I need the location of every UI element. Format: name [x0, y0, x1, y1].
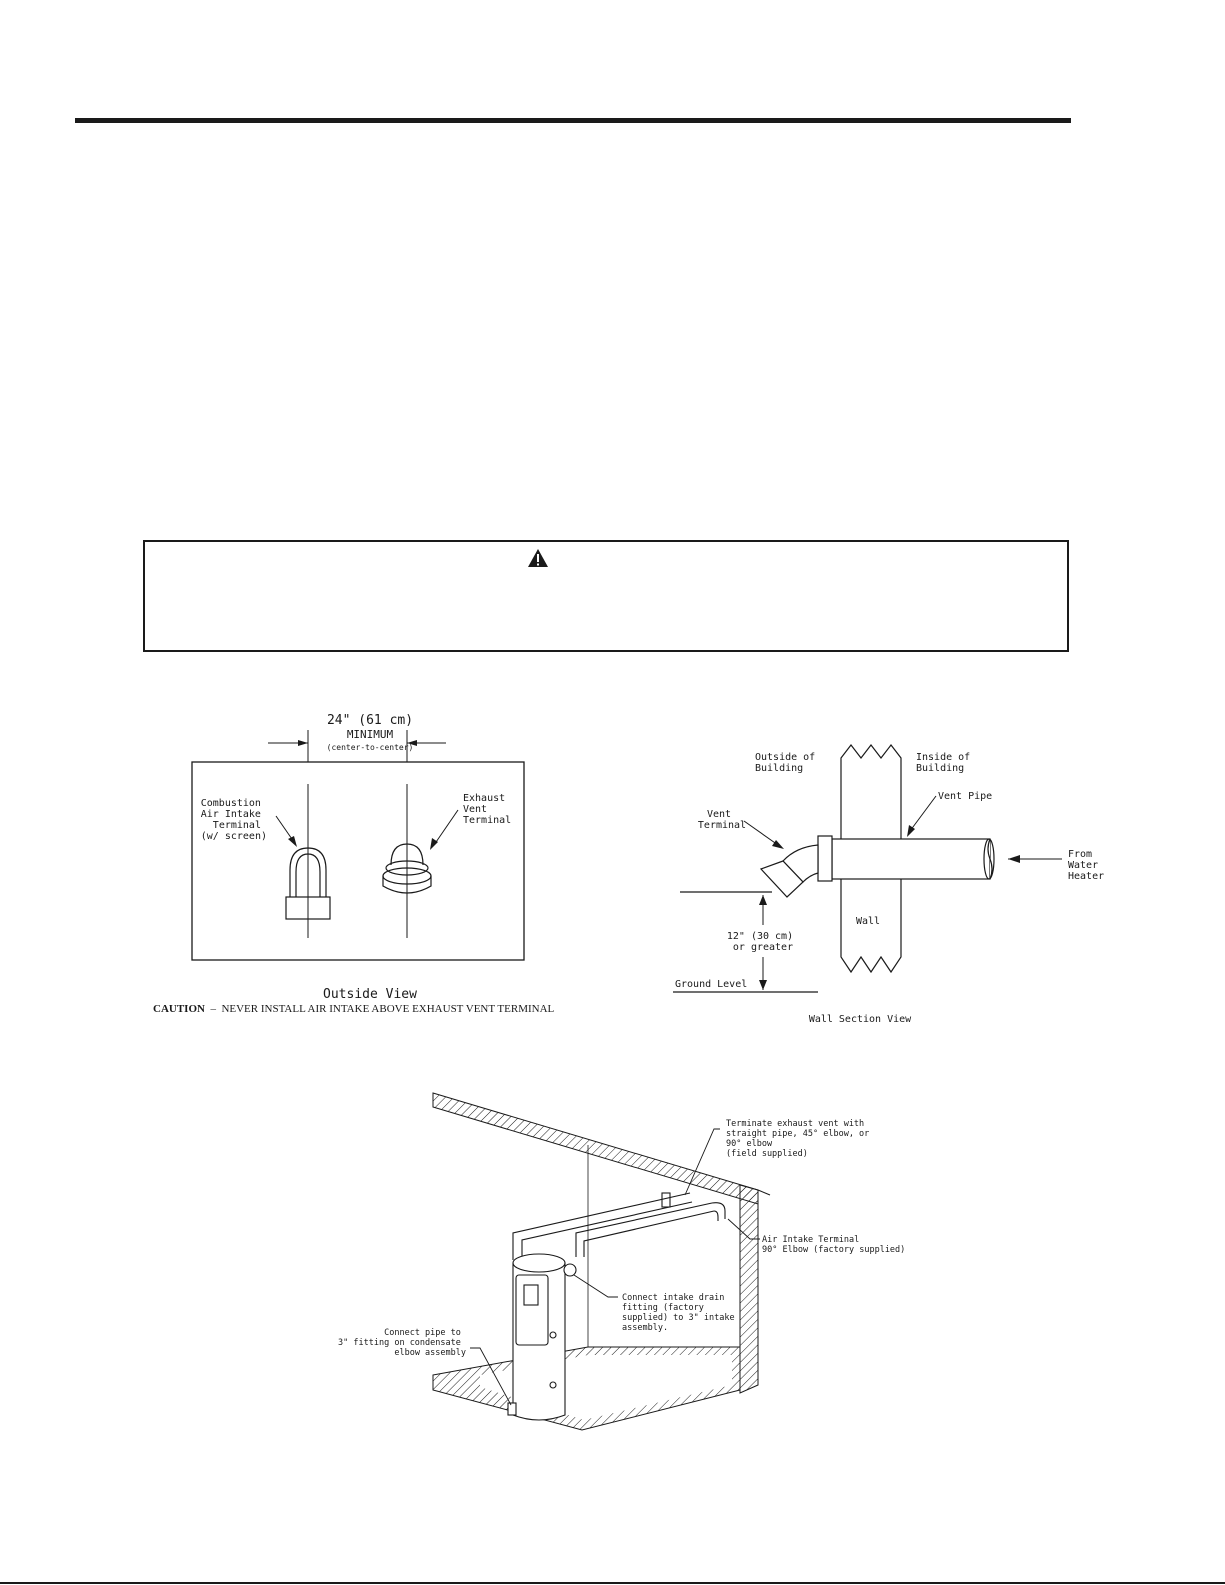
vent-pipe-drawing — [759, 835, 995, 898]
condensate-note-3: elbow assembly — [394, 1348, 466, 1358]
warning-triangle-icon — [528, 549, 548, 567]
intake-terminal-drawing — [285, 847, 331, 920]
intake-label-4: (w/ screen) — [201, 831, 267, 842]
condensate-note-1: Connect pipe to — [384, 1328, 461, 1338]
ceiling-slab — [432, 1092, 759, 1205]
drain-note-3: supplied) to 3" intake — [622, 1313, 735, 1323]
vent-terminal-label-2: Terminal — [698, 820, 746, 831]
from-label-3: Heater — [1068, 871, 1104, 882]
svg-text:Connect pipe to 3" fitting: Connect pipe to 3" fitting on condensate… — [338, 1328, 466, 1358]
svg-text:Combustion Air Intake: Combustion Air Intake Terminal (w/ scree… — [201, 798, 267, 842]
clearance-label-2: or greater — [733, 942, 793, 953]
installation-figure: Terminate exhaust vent with straight pip… — [338, 1092, 905, 1431]
drain-note-2: fitting (factory — [622, 1303, 704, 1313]
exhaust-terminal-drawing — [382, 843, 432, 894]
dimension-minimum: MINIMUM — [347, 728, 394, 741]
caution-line: CAUTION – NEVER INSTALL AIR INTAKE ABOVE… — [153, 1003, 554, 1015]
intake-label-3: Terminal — [213, 820, 261, 831]
footer-rule — [0, 1582, 1225, 1584]
warning-box — [143, 540, 1069, 652]
wall-section-title: Wall Section View — [809, 1014, 912, 1025]
clearance-label-1: 12" (30 cm) — [727, 931, 793, 942]
intake-note-2: 90° Elbow (factory supplied) — [762, 1245, 905, 1255]
wall-section-figure: Wall Outside of Building Inside of Build… — [673, 744, 1104, 1025]
drain-note-1: Connect intake drain — [622, 1293, 724, 1303]
drain-note-4: assembly. — [622, 1323, 668, 1333]
inside-label-1: Inside of — [916, 752, 970, 763]
exhaust-label-2: Vent — [463, 804, 487, 815]
wall-label: Wall — [856, 916, 880, 927]
inside-label-2: Building — [916, 763, 964, 774]
header-rule — [75, 118, 1071, 123]
outside-view-figure: 24" (61 cm) MINIMUM (center-to-center) C… — [191, 713, 525, 1000]
svg-text:Outside of Building: Outside of Building — [755, 752, 821, 774]
ground-label: Ground Level — [675, 979, 747, 990]
intake-note-1: Air Intake Terminal — [762, 1235, 859, 1245]
water-heater-drawing — [507, 1253, 577, 1421]
vent-pipe-label: Vent Pipe — [938, 791, 992, 802]
svg-text:Exhaust Vent Terminal: Exhaust Vent Terminal — [463, 793, 511, 826]
exhaust-note-1: Terminate exhaust vent with — [726, 1119, 864, 1129]
outside-label-2: Building — [755, 763, 803, 774]
outside-label-1: Outside of — [755, 752, 815, 763]
svg-text:Vent Terminal: Vent Terminal — [698, 809, 746, 831]
svg-text:Air Intake Terminal 90° El: Air Intake Terminal 90° Elbow (factory s… — [762, 1235, 905, 1255]
intake-label-1: Combustion — [201, 798, 261, 809]
intake-label-2: Air Intake — [201, 809, 261, 820]
condensate-note-2: 3" fitting on condensate — [338, 1338, 461, 1348]
vent-piping — [512, 1192, 726, 1260]
svg-text:Terminate exhaust vent with: Terminate exhaust vent with straight pip… — [726, 1119, 874, 1159]
exhaust-label-3: Terminal — [463, 815, 511, 826]
exhaust-note-3: 90° elbow — [726, 1139, 773, 1149]
outside-view-title: Outside View — [323, 987, 417, 1000]
exhaust-note-4: (field supplied) — [726, 1149, 808, 1159]
svg-text:From Water Heater: From Water Heater — [1068, 849, 1104, 882]
caution-dash: – — [210, 1003, 216, 1015]
dimension-note: (center-to-center) — [327, 743, 414, 752]
svg-text:Connect intake drain fitti: Connect intake drain fitting (factory su… — [622, 1293, 740, 1333]
exhaust-note-2: straight pipe, 45° elbow, or — [726, 1129, 869, 1139]
svg-text:Inside of Building: Inside of Building — [916, 752, 976, 774]
caution-word: CAUTION — [153, 1003, 205, 1015]
right-wall — [739, 1184, 759, 1394]
svg-text:12" (30 cm) or greater: 12" (30 cm) or greater — [727, 931, 799, 953]
caution-text: NEVER INSTALL AIR INTAKE ABOVE EXHAUST V… — [221, 1003, 555, 1015]
from-label-2: Water — [1068, 860, 1098, 871]
vent-terminal-label-1: Vent — [707, 809, 731, 820]
exhaust-label-1: Exhaust — [463, 793, 505, 804]
from-label-1: From — [1068, 849, 1092, 860]
dimension-value: 24" (61 cm) — [327, 713, 413, 728]
